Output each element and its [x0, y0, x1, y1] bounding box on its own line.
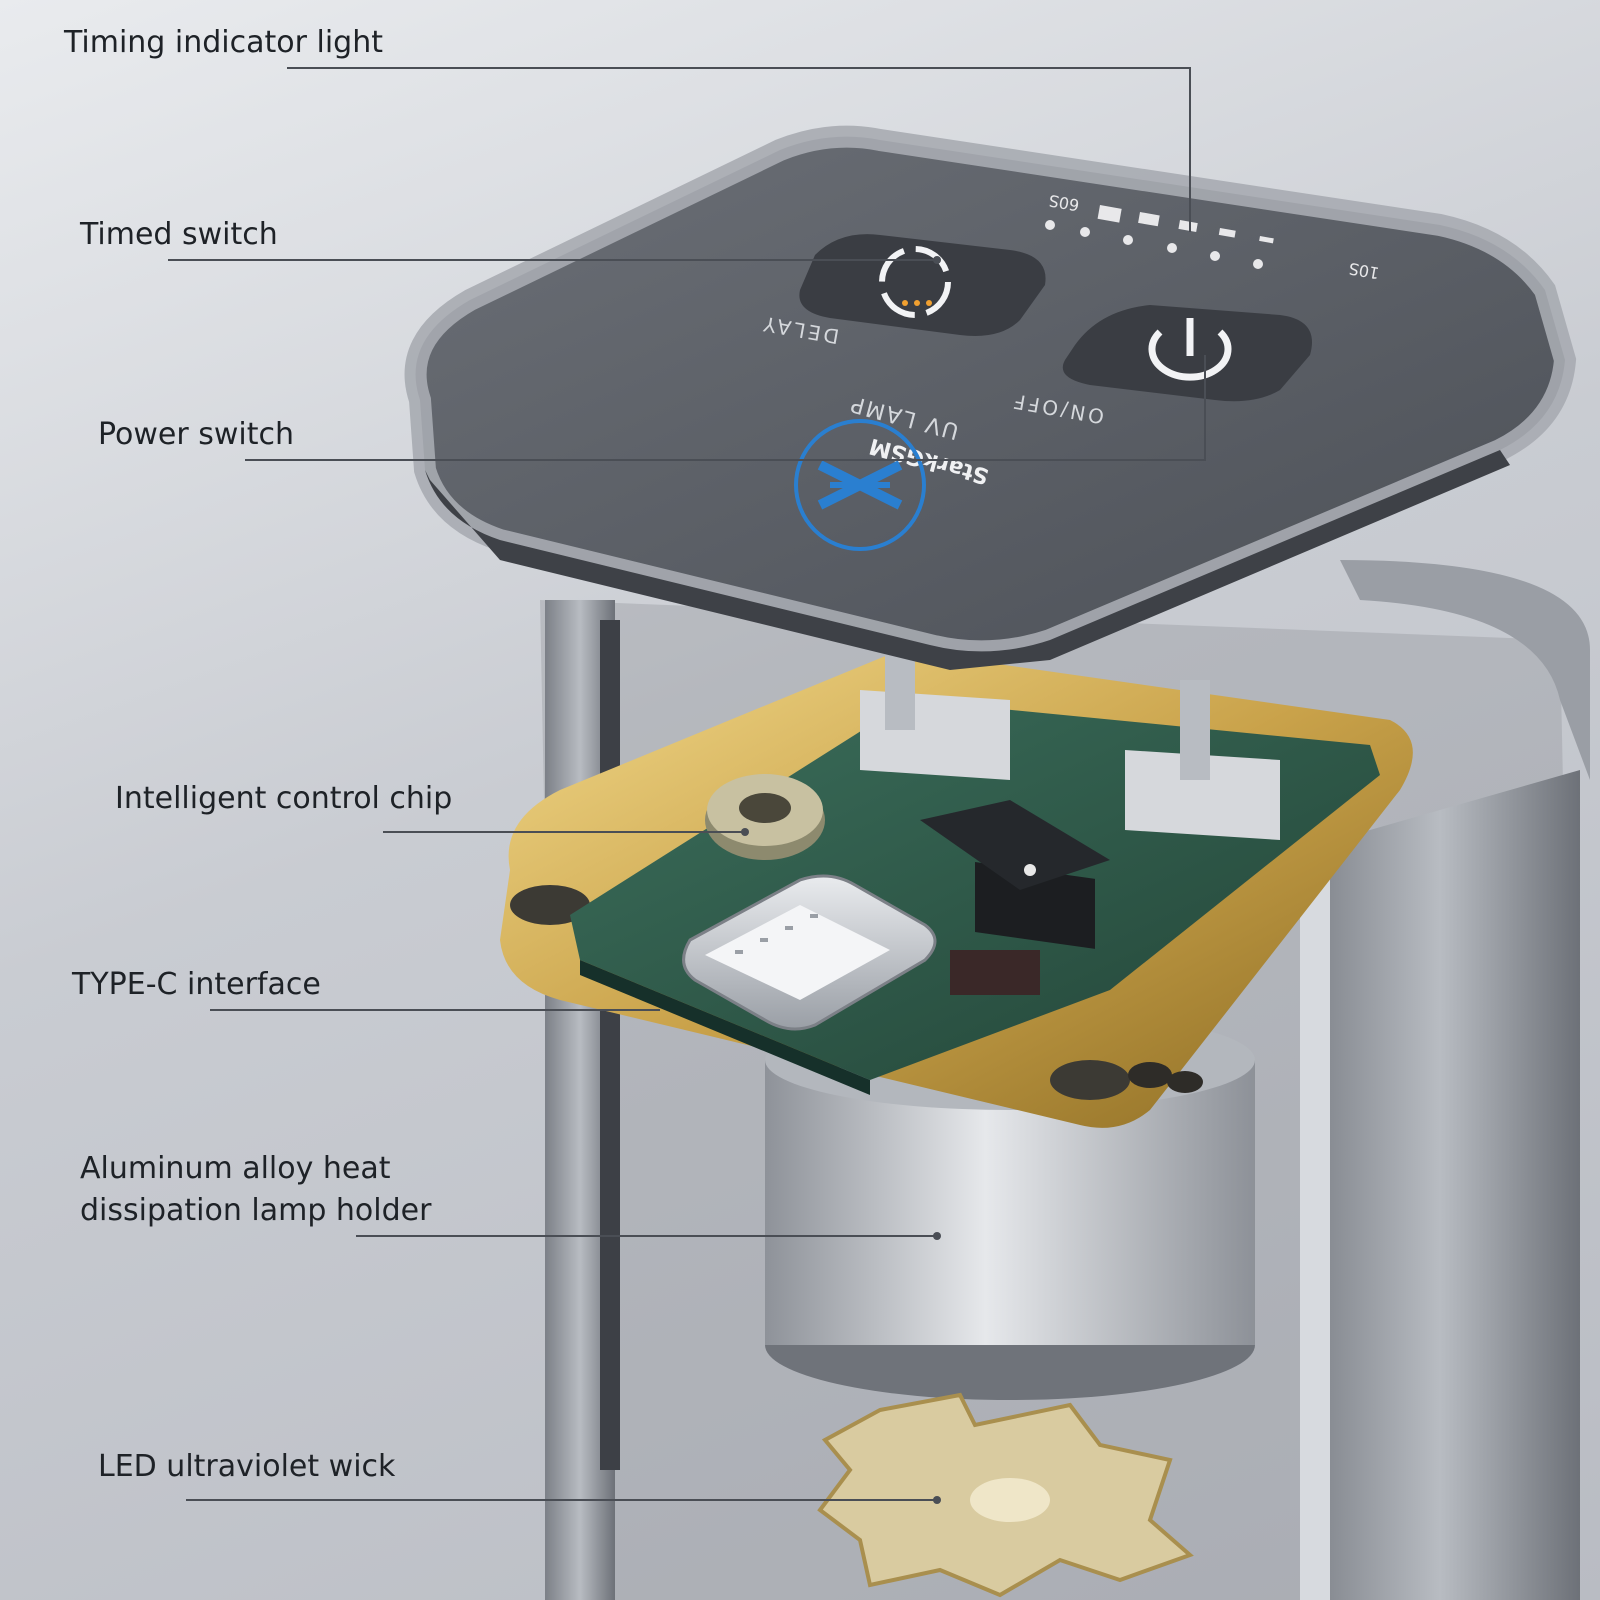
label-led-ultraviolet-wick: LED ultraviolet wick	[98, 1449, 396, 1484]
toroid-inductor	[705, 774, 825, 860]
type-c-port	[682, 874, 937, 1031]
leader-lines	[168, 67, 1206, 1501]
brand-logo-icon	[794, 419, 926, 551]
timer-scale-bars	[1097, 205, 1274, 244]
label-power-switch: Power switch	[98, 417, 295, 452]
power-icon	[1148, 318, 1232, 381]
led-ultraviolet-wick	[817, 1392, 1194, 1598]
label-type-c-interface: TYPE-C interface	[72, 967, 321, 1002]
leader-dots	[741, 256, 941, 1504]
label-timing-indicator-light: Timing indicator light	[64, 25, 383, 60]
type-c-pins	[735, 914, 818, 954]
timer-icon	[879, 246, 951, 318]
timing-indicator-lights	[1045, 220, 1263, 269]
leader-timing-indicator	[287, 67, 1191, 232]
control-panel	[404, 125, 1577, 670]
label-timed-switch: Timed switch	[80, 217, 278, 252]
leader-power-switch	[245, 355, 1206, 461]
intelligent-control-chip	[920, 800, 1110, 890]
label-intelligent-control-chip: Intelligent control chip	[115, 781, 453, 816]
label-heat-dissipation-lamp-holder: Aluminum alloy heat dissipation lamp hol…	[80, 1151, 432, 1228]
